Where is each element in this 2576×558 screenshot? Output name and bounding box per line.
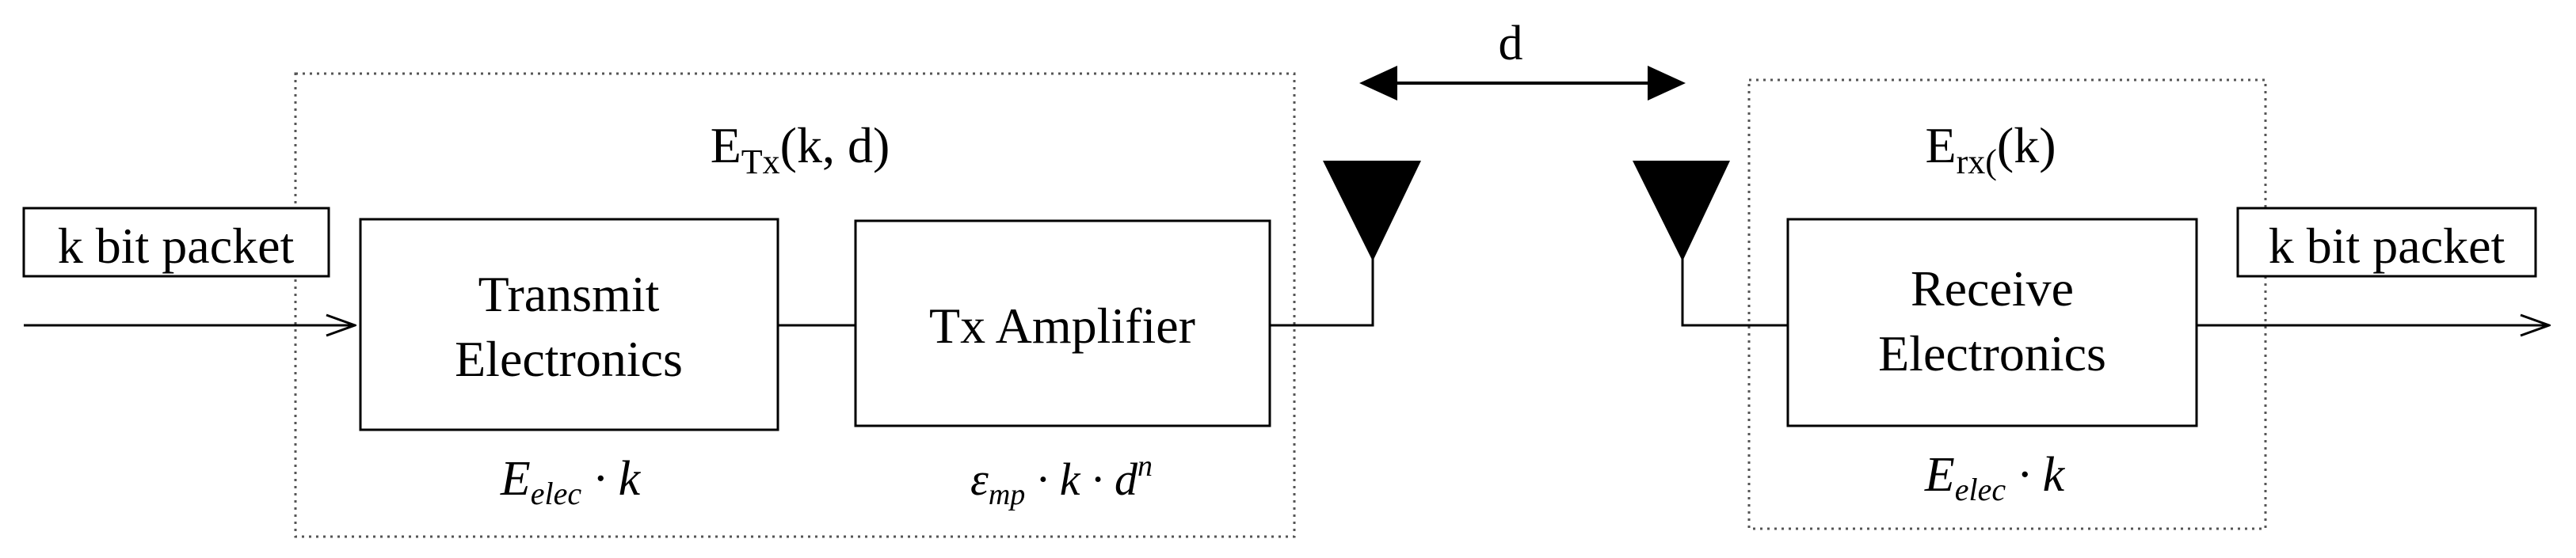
receive-energy-sub: rx(	[1957, 142, 1997, 181]
tx-amplifier-label: Tx Amplifier	[929, 298, 1195, 354]
receive-electronics-label-line1: Receive	[1911, 260, 2074, 317]
output-packet-label-box	[2236, 207, 2537, 278]
transmit-electronics-block	[359, 218, 779, 431]
output-packet-label: k bit packet	[2269, 218, 2506, 274]
amplifier-to-antenna-line	[1270, 253, 1374, 327]
receive-electronics-block	[1786, 218, 2198, 427]
amplifier-energy-mid: · k · d	[1025, 454, 1138, 505]
receive-energy-label: Erx((k)	[1925, 117, 2056, 181]
input-packet-label: k bit packet	[58, 218, 295, 274]
transmit-antenna-icon	[1323, 161, 1421, 261]
amplifier-energy-sup: n	[1137, 450, 1153, 483]
amplifier-energy-formula: εmp · k · dn	[970, 450, 1153, 511]
distance-arrow-left-head	[1359, 66, 1397, 101]
transmit-energy-sub: Tx	[741, 142, 780, 181]
amplifier-energy-base: ε	[970, 454, 989, 505]
transmit-energy-args: (k, d)	[780, 117, 890, 173]
amplifier-energy-sub: mp	[989, 478, 1025, 511]
receive-energy-base: E	[1925, 117, 1956, 173]
receive-energy-args: (k)	[1997, 117, 2056, 173]
receive-electronics-energy-formula: Eelec · k	[1924, 448, 2066, 507]
tx-amplifier-block	[854, 219, 1271, 427]
antenna-to-receiver-line	[1681, 253, 1788, 327]
transmit-electronics-label-line1: Transmit	[478, 266, 660, 322]
input-packet-label-box	[22, 207, 330, 278]
transmit-energy-base: E	[711, 117, 741, 173]
transmit-electronics-label-line2: Electronics	[455, 331, 683, 387]
receive-antenna-icon	[1633, 161, 1730, 261]
receive-electronics-label-line2: Electronics	[1878, 325, 2106, 381]
transmit-electronics-energy-base: E	[500, 452, 531, 506]
receive-electronics-energy-rest: · k	[2006, 448, 2066, 502]
transmitter-enclosure	[294, 72, 1296, 538]
receive-electronics-energy-sub: elec	[1955, 472, 2006, 507]
transmit-electronics-energy-formula: Eelec · k	[500, 452, 642, 511]
transmit-energy-label: ETx(k, d)	[711, 117, 890, 181]
transmit-electronics-energy-sub: elec	[531, 476, 582, 511]
distance-label: d	[1499, 17, 1523, 70]
receive-electronics-energy-base: E	[1924, 448, 1955, 502]
distance-arrow-right-head	[1648, 66, 1686, 101]
receiver-enclosure	[1747, 78, 2267, 530]
transmit-electronics-energy-rest: · k	[581, 452, 642, 506]
